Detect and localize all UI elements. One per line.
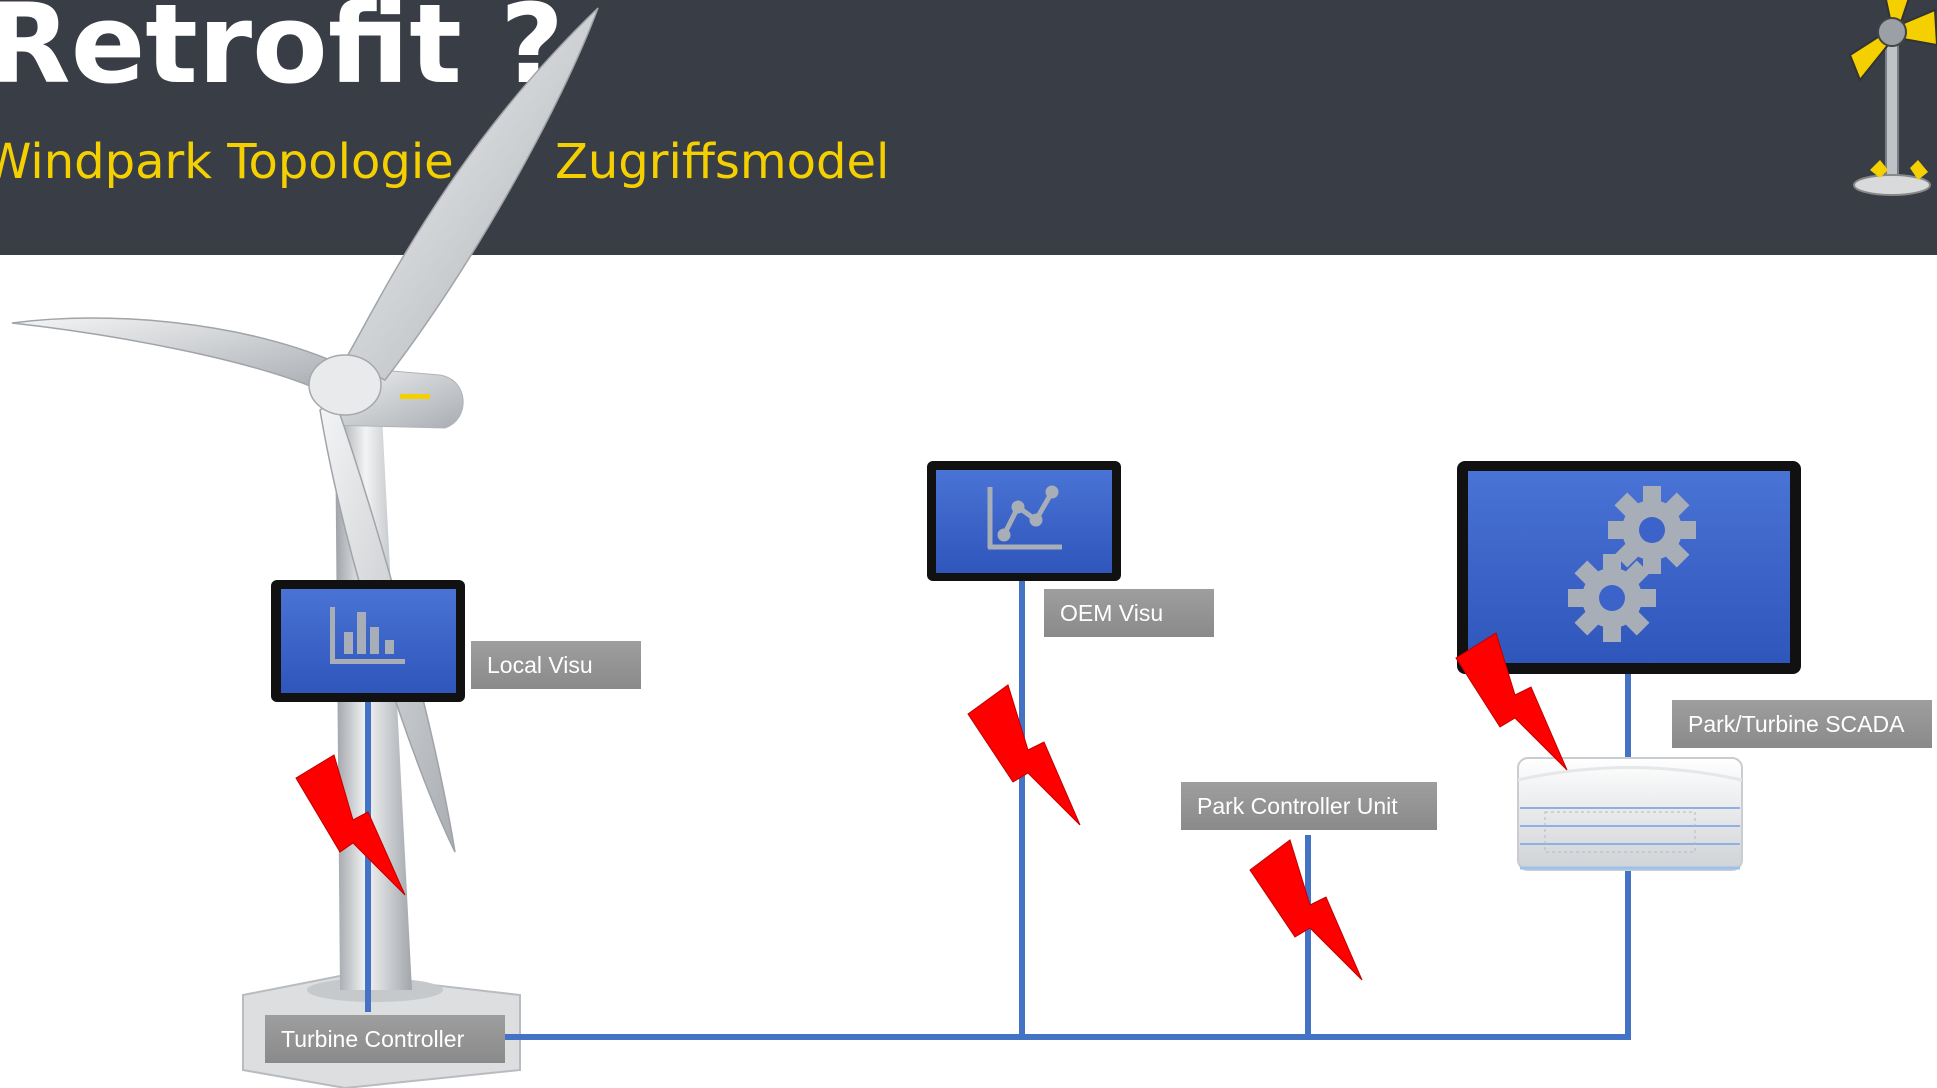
line-chart-icon — [987, 485, 1062, 550]
label-local-visu: Local Visu — [471, 641, 641, 689]
header-bar: Retrofit ? Windpark Topologie - Zugriffs… — [0, 0, 1937, 255]
turbine-blade-left — [11, 317, 337, 391]
label-park-controller-unit: Park Controller Unit — [1181, 782, 1437, 830]
page-title: Retrofit ? — [0, 0, 564, 108]
lightning-icon — [1249, 839, 1363, 981]
subtitle-part1: Windpark Topologie - — [0, 134, 487, 190]
turbine-blade-up — [343, 7, 599, 381]
subtitle-part2: Zugriffsmodel — [555, 134, 890, 190]
wind-turbine-logo-icon — [1848, 0, 1937, 196]
gears-icon — [1568, 486, 1696, 642]
park-controller-server — [1517, 757, 1743, 871]
bar-chart-icon — [330, 607, 405, 664]
label-turbine-controller: Turbine Controller — [265, 1015, 505, 1063]
oem-visu-monitor — [927, 461, 1121, 581]
lightning-icon — [1455, 632, 1568, 771]
wind-turbine — [11, 7, 599, 1088]
scada-monitor — [1457, 461, 1801, 674]
label-oem-visu: OEM Visu — [1044, 589, 1214, 637]
lightning-icons — [295, 632, 1568, 981]
lightning-icon — [967, 684, 1081, 826]
local-visu-monitor — [271, 580, 465, 702]
lightning-icon — [295, 754, 406, 896]
label-park-turbine-scada: Park/Turbine SCADA — [1672, 700, 1932, 748]
